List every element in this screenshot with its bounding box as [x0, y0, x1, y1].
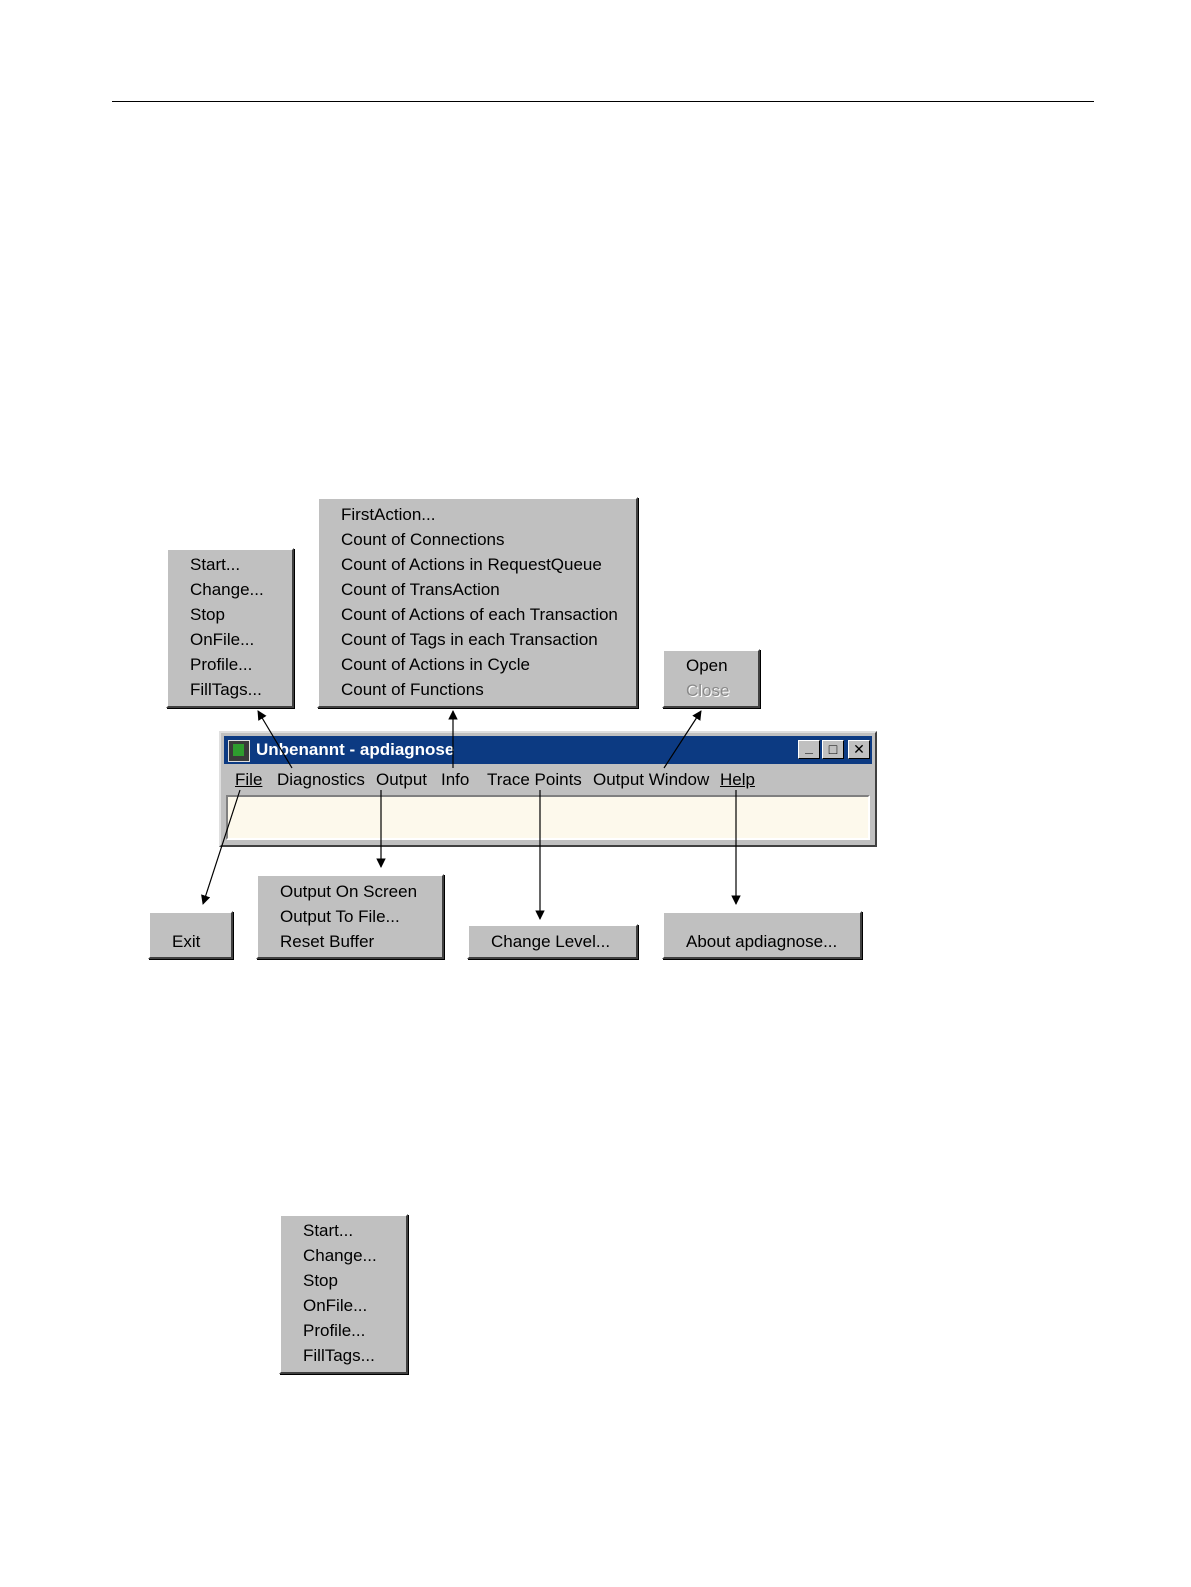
detail-item-onfile[interactable]: OnFile... [303, 1296, 368, 1315]
menubar-help-label: Help [720, 770, 755, 789]
detail-item-filltags[interactable]: FillTags... [303, 1346, 375, 1365]
menu-item-count-connections[interactable]: Count of Connections [341, 530, 505, 549]
application-icon[interactable] [228, 740, 250, 762]
menubar-output[interactable]: Output [376, 770, 428, 789]
menubar-diagnostics[interactable]: Diagnostics [277, 770, 365, 789]
maximize-button[interactable]: □ [822, 740, 844, 759]
menubar-output-window[interactable]: Output Window [593, 770, 710, 789]
app-window: Unbenannt - apdiagnose _ □ ✕ File Diagno… [219, 731, 877, 847]
menu-item-stop[interactable]: Stop [190, 605, 225, 624]
output-window-menu: Open Close [662, 649, 760, 708]
menu-item-count-functions[interactable]: Count of Functions [341, 680, 484, 699]
menu-item-change[interactable]: Change... [190, 580, 264, 599]
info-menu: FirstAction... Count of Connections Coun… [317, 497, 638, 708]
menu-item-output-on-screen[interactable]: Output On Screen [280, 882, 418, 901]
menu-item-profile[interactable]: Profile... [190, 655, 253, 674]
menu-item-onfile[interactable]: OnFile... [190, 630, 255, 649]
menu-item-close: Close [686, 681, 730, 700]
help-menu: About apdiagnose... [662, 911, 862, 959]
menu-item-filltags[interactable]: FillTags... [190, 680, 262, 699]
page-header-rule [112, 101, 1094, 102]
close-button[interactable]: ✕ [848, 740, 870, 759]
menu-item-count-tags-each-transaction[interactable]: Count of Tags in each Transaction [341, 630, 598, 649]
diagnostics-menu: Start... Change... Stop OnFile... Profil… [166, 548, 294, 708]
menubar-file-label: File [235, 770, 263, 789]
minimize-button[interactable]: _ [798, 740, 820, 759]
menu-item-count-actions-cycle[interactable]: Count of Actions in Cycle [341, 655, 530, 674]
menu-item-reset-buffer[interactable]: Reset Buffer [280, 932, 375, 951]
window-title: Unbenannt - apdiagnose [256, 740, 455, 759]
arrow-diagnostics [257, 710, 293, 769]
file-menu: Exit [148, 911, 233, 959]
detail-item-start[interactable]: Start... [303, 1221, 354, 1240]
menubar-info[interactable]: Info [441, 770, 470, 789]
menu-item-firstaction[interactable]: FirstAction... [341, 505, 436, 524]
menubar-file[interactable]: File [235, 766, 262, 794]
detail-item-change[interactable]: Change... [303, 1246, 377, 1265]
diagnostics-menu-detail: Start... Change... Stop OnFile... Profil… [279, 1214, 408, 1374]
menu-bar: File Diagnostics Output Info Trace Point… [224, 766, 872, 794]
menubar-trace-points[interactable]: Trace Points [487, 770, 582, 789]
menu-item-count-actions-each-transaction[interactable]: Count of Actions of each Transaction [341, 605, 618, 624]
trace-points-menu: Change Level... [467, 924, 638, 959]
menu-item-about[interactable]: About apdiagnose... [686, 932, 838, 951]
arrow-file [201, 789, 241, 905]
menu-item-output-to-file[interactable]: Output To File... [280, 907, 400, 926]
menu-item-count-transaction[interactable]: Count of TransAction [341, 580, 500, 599]
menu-item-open[interactable]: Open [686, 656, 728, 675]
detail-item-stop[interactable]: Stop [303, 1271, 338, 1290]
detail-item-profile[interactable]: Profile... [303, 1321, 366, 1340]
arrow-output-window [663, 710, 702, 769]
menu-item-change-level[interactable]: Change Level... [491, 932, 611, 951]
title-bar[interactable]: Unbenannt - apdiagnose _ □ ✕ [224, 736, 872, 764]
output-menu: Output On Screen Output To File... Reset… [256, 874, 444, 959]
menu-item-start[interactable]: Start... [190, 555, 241, 574]
menu-item-exit[interactable]: Exit [172, 932, 201, 951]
menubar-help[interactable]: Help [720, 766, 755, 794]
output-client-area[interactable] [226, 795, 870, 840]
menu-item-count-actions-requestqueue[interactable]: Count of Actions in RequestQueue [341, 555, 602, 574]
